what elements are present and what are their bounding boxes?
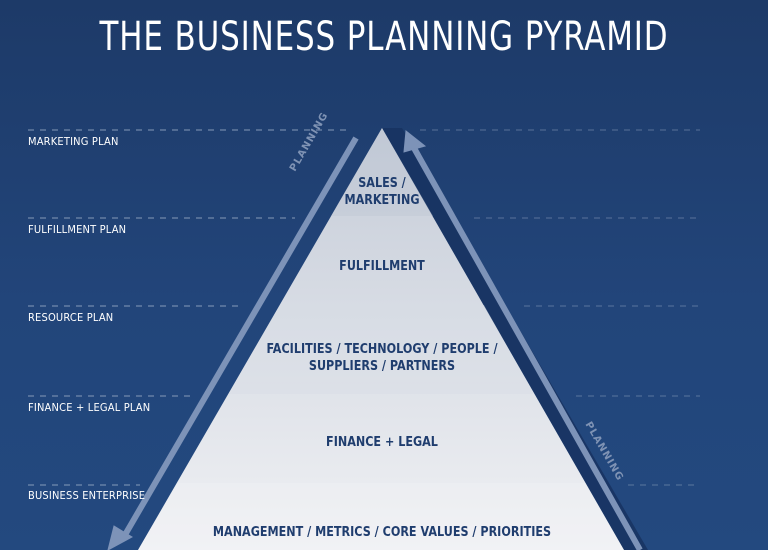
tier-sales-marketing-line1: SALES / [358,176,406,191]
resource-plan-label: RESOURCE PLAN [28,311,114,324]
right-planning-arrow [403,130,643,550]
tier-finance-legal-line1: FINANCE + LEGAL [326,435,438,450]
right-arrowhead [403,130,427,153]
tier-resources-line1: FACILITIES / TECHNOLOGY / PEOPLE / [266,342,498,357]
left-planning-arrow [107,136,359,550]
tier-fulfillment-line1: FULFILLMENT [339,259,425,274]
right-guide-lines [420,129,700,486]
business-enterprise-label: BUSINESS ENTERPRISE [28,489,146,502]
left-arrowhead [107,525,134,550]
tier-resources-line2: SUPPLIERS / PARTNERS [308,359,456,374]
page-title: THE BUSINESS PLANNING PYRAMID [99,14,669,60]
finance-legal-plan-label: FINANCE + LEGAL PLAN [28,401,151,414]
tier-band-5 [138,483,624,550]
tier-sales-marketing-line2: MARKETING [344,193,420,208]
fulfillment-plan-label: FULFILLMENT PLAN [28,223,127,236]
pyramid-body [138,128,624,550]
tier-sales-marketing: SALES / MARKETING [344,175,419,209]
tier-finance-legal: FINANCE + LEGAL [326,434,438,451]
marketing-plan-label: MARKETING PLAN [28,135,119,148]
pyramid-tiers [138,128,624,550]
tier-band-1 [331,128,433,216]
tier-management: MANAGEMENT / METRICS / CORE VALUES / PRI… [213,524,551,541]
left-guide-lines [28,129,352,486]
tier-management-line1: MANAGEMENT / METRICS / CORE VALUES / PRI… [212,525,552,540]
tier-resources: FACILITIES / TECHNOLOGY / PEOPLE / SUPPL… [266,341,497,375]
tier-fulfillment: FULFILLMENT [339,258,425,275]
tier-band-3 [229,305,534,394]
